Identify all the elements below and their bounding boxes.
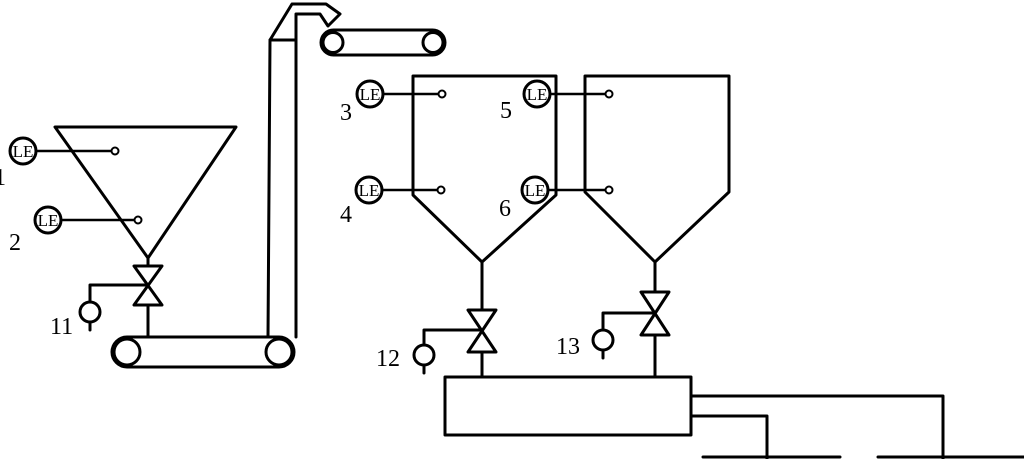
sensor-tag: LE — [13, 142, 34, 161]
sensor-number: 3 — [340, 100, 352, 126]
level-sensor-3: LE 3 — [340, 79, 385, 126]
actuator-11: 11 — [50, 283, 150, 340]
upper-belt-conveyor — [319, 28, 447, 57]
hopper-outlet-valve — [132, 256, 164, 339]
sensor-number: 5 — [500, 98, 512, 124]
actuator-number: 11 — [50, 314, 73, 340]
actuator-12: 12 — [376, 328, 484, 375]
level-probe-6 — [549, 185, 614, 195]
level-probe-1 — [35, 146, 120, 156]
level-sensor-1: LE 1 — [0, 136, 38, 191]
storage-bin-b — [583, 74, 731, 264]
level-probe-3 — [384, 89, 447, 99]
level-probe-5 — [550, 89, 614, 99]
lower-belt-conveyor — [110, 335, 296, 369]
bin-b-outlet-valve — [639, 260, 671, 379]
sensor-tag: LE — [527, 85, 548, 104]
actuator-number: 13 — [556, 334, 580, 360]
level-probe-2 — [62, 215, 143, 225]
level-sensor-5: LE 5 — [500, 79, 552, 124]
storage-bin-a — [411, 74, 558, 264]
bucket-elevator — [266, 2, 342, 339]
receiving-tank — [443, 375, 693, 437]
sensor-tag: LE — [525, 181, 546, 200]
actuator-number: 12 — [376, 346, 400, 372]
actuator-13: 13 — [556, 311, 657, 360]
sensor-tag: LE — [38, 211, 59, 230]
level-sensor-4: LE 4 — [340, 175, 384, 228]
feed-hopper — [53, 125, 238, 260]
level-sensor-6: LE 6 — [499, 175, 550, 222]
discharge-piping — [689, 394, 1024, 461]
bin-a-outlet-valve — [466, 260, 498, 379]
sensor-tag: LE — [360, 85, 381, 104]
sensor-number: 2 — [9, 230, 21, 256]
level-probe-4 — [383, 185, 446, 195]
sensor-number: 1 — [0, 165, 6, 191]
sensor-number: 4 — [340, 202, 352, 228]
level-sensor-2: LE 2 — [9, 205, 63, 256]
sensor-number: 6 — [499, 196, 511, 222]
sensor-tag: LE — [359, 181, 380, 200]
